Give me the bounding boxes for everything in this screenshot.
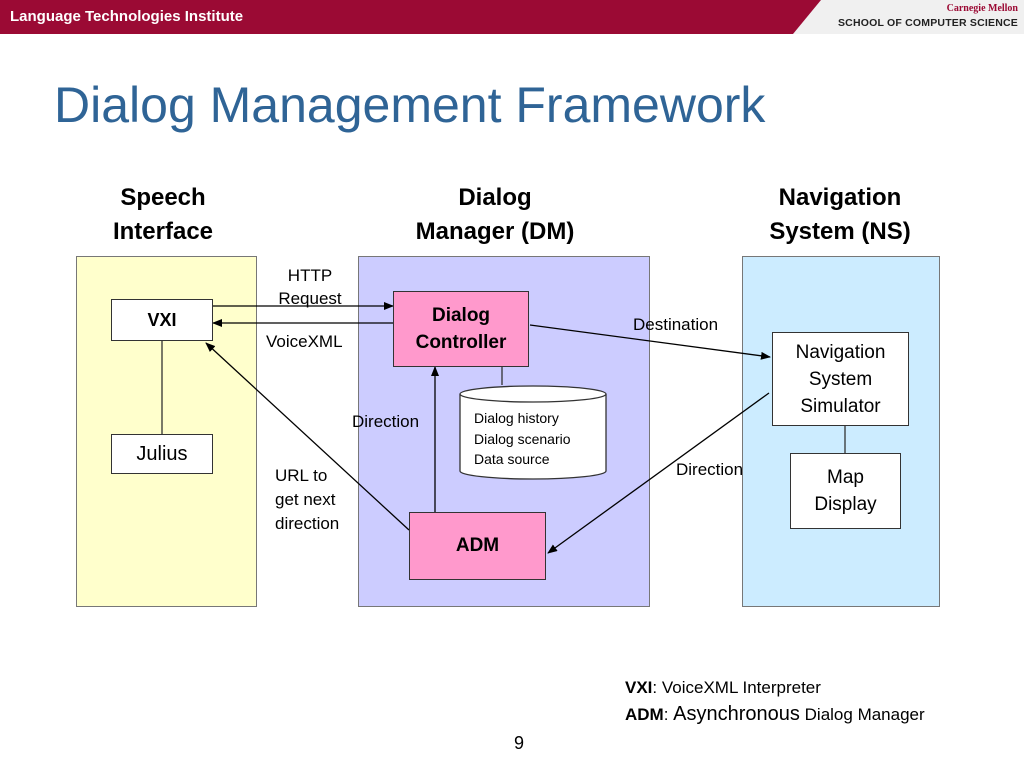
url-label-line: direction: [275, 514, 340, 533]
http-request-label: HTTP Request: [272, 264, 348, 310]
vxi-label: VXI: [147, 309, 177, 330]
dialog-controller-node: Dialog Controller: [393, 291, 529, 367]
map-display-node: Map Display: [790, 453, 901, 529]
column-heading-line: Dialog: [458, 184, 532, 211]
dialog-controller-label-line: Controller: [415, 332, 507, 353]
header-bar: Language Technologies Institute Carnegie…: [0, 0, 1024, 34]
url-label-line: URL to: [275, 466, 328, 485]
navigation-simulator-node: Navigation System Simulator: [772, 332, 909, 426]
direction-ns-label: Direction: [676, 460, 744, 479]
legend-vxi: VXI: VoiceXML Interpreter: [625, 678, 821, 698]
legend-adm: ADM: Asynchronous Dialog Manager: [625, 703, 925, 726]
legend-vxi-abbr: VXI: [625, 678, 653, 697]
http-request-label-line: HTTP: [287, 266, 333, 285]
column-heading-line: System (NS): [769, 218, 911, 245]
column-heading-dialog-manager: Dialog Manager (DM): [380, 181, 610, 249]
database-contents: Dialog history Dialog scenario Data sour…: [474, 408, 571, 470]
column-heading-line: Speech: [120, 184, 206, 211]
destination-label: Destination: [633, 315, 719, 334]
legend-adm-desc-a: Asynchronous: [673, 703, 800, 725]
database-item: Dialog history: [474, 410, 559, 426]
destination-arrow: [529, 324, 771, 360]
url-label-line: get next: [275, 490, 336, 509]
cmu-logo: Carnegie Mellon SCHOOL OF COMPUTER SCIEN…: [793, 0, 1024, 34]
http-request-label-line: Request: [278, 289, 342, 308]
column-heading-line: Manager (DM): [415, 218, 575, 245]
navigation-simulator-label-line: System: [808, 368, 873, 390]
page-number: 9: [514, 733, 525, 753]
university-name: Carnegie Mellon: [946, 3, 1018, 14]
legend-adm-desc-b: Dialog Manager: [799, 705, 925, 724]
julius-node: Julius: [111, 434, 213, 474]
legend-adm-sep: :: [663, 705, 674, 724]
map-display-label-line: Display: [814, 494, 877, 515]
url-arrow: [205, 342, 410, 531]
column-heading-navigation-system: Navigation System (NS): [735, 181, 945, 249]
column-heading-line: Navigation: [778, 184, 902, 211]
institute-name: Language Technologies Institute: [10, 8, 244, 25]
legend-adm-abbr: ADM: [625, 705, 664, 724]
map-display-label-line: Map: [827, 467, 864, 488]
school-name: SCHOOL OF COMPUTER SCIENCE: [837, 17, 1018, 29]
database-cylinder: [459, 385, 607, 480]
navigation-simulator-label-line: Simulator: [800, 395, 881, 417]
column-heading-speech-interface: Speech Interface: [75, 181, 251, 249]
voicexml-label: VoiceXML: [266, 332, 343, 351]
julius-label: Julius: [136, 442, 188, 465]
direction-ns-arrow: [547, 392, 770, 554]
url-label: URL to get next direction: [275, 464, 339, 536]
direction-dm-label: Direction: [352, 412, 420, 431]
dialog-controller-label-line: Dialog: [431, 305, 491, 326]
navigation-simulator-label-line: Navigation: [795, 341, 886, 363]
slide-title: Dialog Management Framework: [54, 77, 766, 133]
database-item: Dialog scenario: [474, 430, 571, 447]
navigation-system-panel: [742, 256, 940, 607]
legend-vxi-desc: : VoiceXML Interpreter: [652, 678, 821, 697]
adm-label: ADM: [455, 535, 500, 556]
column-heading-line: Interface: [112, 218, 214, 245]
vxi-node: VXI: [111, 299, 213, 341]
adm-node: ADM: [409, 512, 546, 580]
database-item: Data source: [474, 451, 550, 467]
